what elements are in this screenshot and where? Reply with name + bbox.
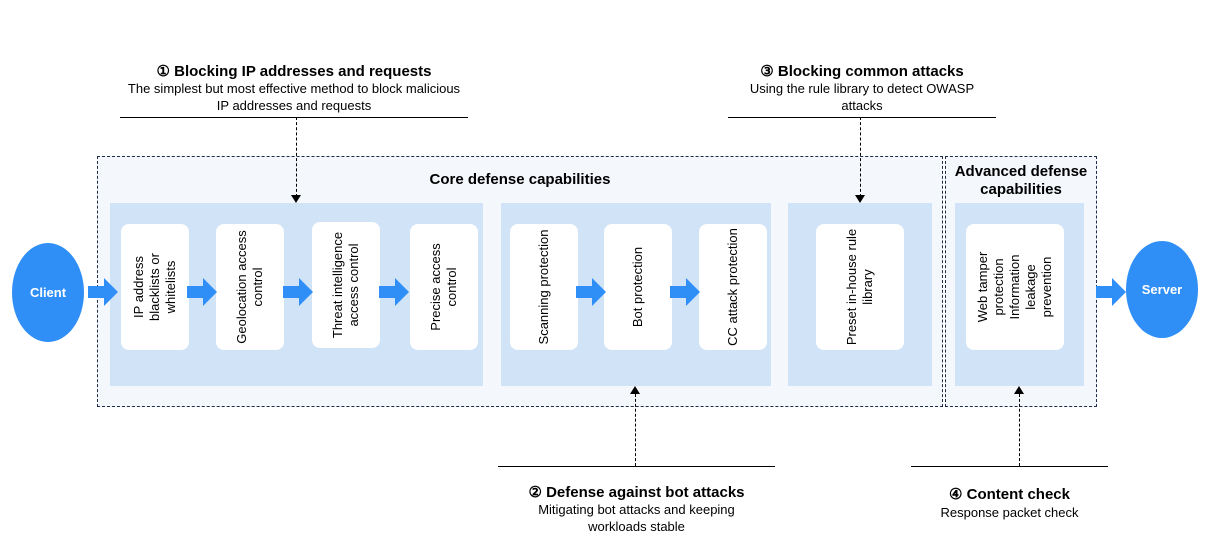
card-precise-access[interactable]: Precise access control xyxy=(410,224,478,350)
server-label: Server xyxy=(1141,282,1183,297)
card-scanning[interactable]: Scanning protection xyxy=(510,224,578,350)
card-tamper-leakage[interactable]: Web tamper protection Information leakag… xyxy=(966,224,1064,350)
callout-3-underline xyxy=(728,117,996,118)
callout-2-title: ② Defense against bot attacks xyxy=(528,484,745,501)
client-node[interactable]: Client xyxy=(12,243,84,342)
card-label: Preset in-house rule library xyxy=(844,228,875,346)
card-ip-lists[interactable]: IP address blacklists or whitelists xyxy=(121,224,189,350)
server-node[interactable]: Server xyxy=(1126,241,1198,338)
card-bot-protection[interactable]: Bot protection xyxy=(604,224,672,350)
card-rule-library[interactable]: Preset in-house rule library xyxy=(816,224,904,350)
arrow-down-icon xyxy=(855,195,865,203)
card-label: Precise access control xyxy=(428,243,459,331)
callout-4-desc: Response packet check xyxy=(940,505,1079,520)
card-label: IP address blacklists or whitelists xyxy=(131,253,178,321)
arrow-right-icon xyxy=(88,278,118,306)
callout-1-title: ① Blocking IP addresses and requests xyxy=(156,63,432,80)
connector-callout-2 xyxy=(635,394,636,466)
card-cc-attack[interactable]: CC attack protection xyxy=(699,224,767,350)
client-label: Client xyxy=(29,285,67,300)
card-label: Web tamper protection Information leakag… xyxy=(975,251,1054,323)
advanced-defense-title: Advanced defense capabilities xyxy=(954,163,1088,198)
callout-1-desc: The simplest but most effective method t… xyxy=(127,81,461,113)
arrow-right-icon xyxy=(187,278,217,306)
card-label: CC attack protection xyxy=(725,228,740,346)
arrow-up-icon xyxy=(630,386,640,394)
connector-callout-1 xyxy=(296,117,297,197)
card-label: Threat intelligence access control xyxy=(330,231,361,339)
arrow-down-icon xyxy=(291,195,301,203)
connector-callout-3 xyxy=(860,117,861,197)
callout-1-underline xyxy=(120,117,468,118)
callout-4-underline xyxy=(911,466,1108,467)
arrow-right-icon xyxy=(670,278,700,306)
arrow-right-icon xyxy=(379,278,409,306)
callout-3-title: ③ Blocking common attacks xyxy=(760,63,964,80)
callout-4-title: ④ Content check xyxy=(949,486,1070,503)
callout-2-desc: Mitigating bot attacks and keeping workl… xyxy=(538,502,735,534)
card-geolocation[interactable]: Geolocation access control xyxy=(216,224,284,350)
arrow-right-icon xyxy=(1096,278,1126,306)
connector-callout-4 xyxy=(1019,394,1020,466)
card-label: Geolocation access control xyxy=(234,230,265,344)
card-label: Scanning protection xyxy=(536,229,551,345)
arrow-right-icon xyxy=(283,278,313,306)
card-label: Bot protection xyxy=(630,246,645,328)
core-defense-title: Core defense capabilities xyxy=(429,171,611,188)
callout-2-underline xyxy=(498,466,775,467)
callout-3-desc: Using the rule library to detect OWASP a… xyxy=(749,81,975,113)
arrow-up-icon xyxy=(1014,386,1024,394)
card-threat-intel[interactable]: Threat intelligence access control xyxy=(312,222,380,348)
arrow-right-icon xyxy=(576,278,606,306)
